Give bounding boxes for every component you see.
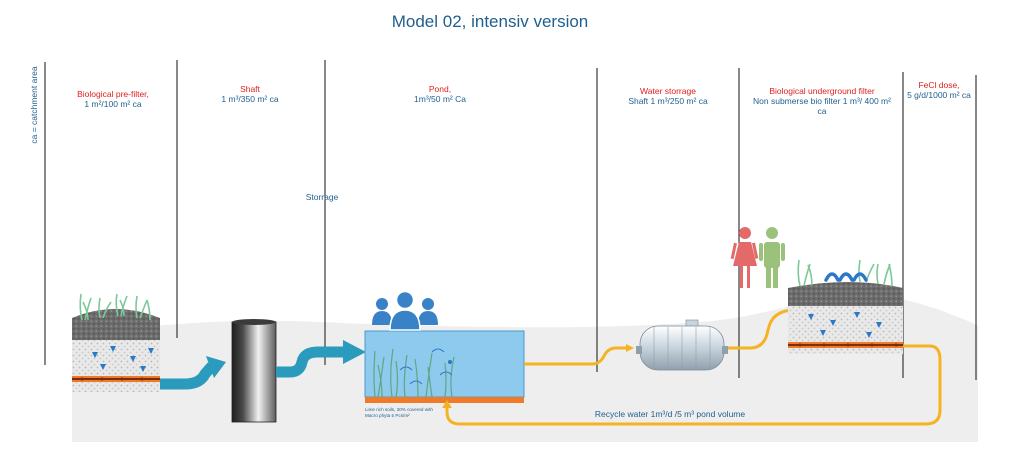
section-detail: 1 m³/350 m² ca	[221, 94, 279, 105]
section-heading: Biological pre-filter,	[77, 89, 149, 99]
recycle-label: Recycle water 1m³/d /5 m³ pond volume	[594, 409, 746, 419]
underground-filter-box	[788, 282, 903, 354]
pipe-pond-to-tank	[524, 346, 630, 366]
section-heading: Pond,	[428, 84, 452, 94]
section-detail: 5 g/d/1000 m² ca	[907, 90, 971, 101]
section-heading: Water storrage	[640, 86, 696, 96]
plant-icon	[79, 293, 151, 321]
tank-icon	[636, 319, 728, 371]
section-pond: Pond, 1m³/50 m² Ca	[380, 84, 500, 104]
plant-icon	[797, 259, 893, 287]
man-icon	[759, 227, 785, 288]
pipe-shaft-to-pond	[276, 346, 345, 378]
section-heading: FeCl dose,	[918, 80, 960, 90]
recycle-pipe	[445, 344, 942, 426]
section-fecl-dose: FeCl dose, 5 g/d/1000 m² ca	[906, 80, 972, 100]
air-flow-icon	[824, 272, 868, 282]
section-prefilter: Biological pre-filter, 1 m²/100 m² ca	[58, 89, 168, 109]
ground-area	[72, 294, 978, 442]
pipe-prefilter-to-shaft	[160, 362, 217, 390]
woman-icon	[730, 227, 759, 288]
section-heading: Biological underground filter	[769, 86, 875, 96]
section-heading: Shaft	[240, 84, 260, 94]
section-detail: 1 m²/100 m² ca	[84, 99, 142, 110]
section-water-storage: Water storrage Shaft 1 m³/250 m² ca	[608, 86, 728, 106]
shaft-icon	[231, 319, 277, 423]
pond-note: Lime rich soils, 30% covered with Macro …	[365, 407, 433, 418]
page-title: Model 02, intensiv version	[391, 12, 589, 31]
people-group-icon	[372, 290, 438, 331]
section-detail: Non submerse bio filter 1 m³/ 400 m² ca	[753, 96, 891, 117]
pond	[364, 330, 525, 403]
section-detail: 1m³/50 m² Ca	[414, 94, 466, 105]
storage-label: Storrage	[305, 192, 339, 202]
pre-filter-box	[72, 309, 160, 392]
section-shaft: Shaft 1 m³/350 m² ca	[190, 84, 310, 104]
section-detail: Shaft 1 m³/250 m² ca	[628, 96, 708, 107]
section-underground-filter: Biological underground filter Non submer…	[752, 86, 892, 117]
fish-icon	[448, 360, 452, 364]
catchment-area-label: ca = catchment area	[29, 66, 39, 144]
